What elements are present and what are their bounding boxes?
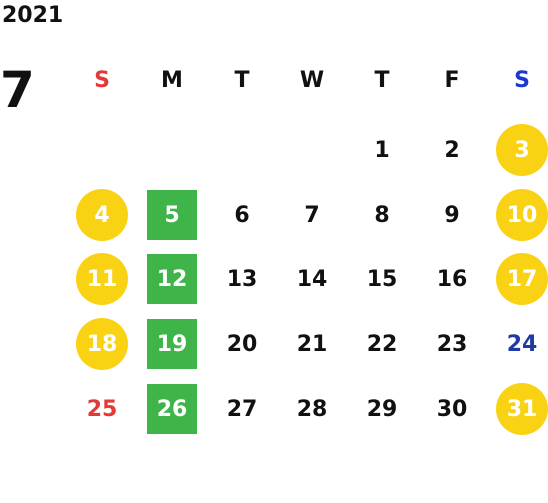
calendar-day[interactable]: 23 — [436, 331, 468, 357]
weekday-friday: F — [444, 67, 460, 93]
calendar-day[interactable]: 13 — [226, 266, 258, 292]
calendar-day[interactable]: 1 — [374, 137, 390, 163]
calendar-day[interactable]: 6 — [234, 202, 250, 228]
calendar-day[interactable]: 20 — [226, 331, 258, 357]
calendar-day-holiday[interactable]: 31 — [496, 383, 548, 435]
weekday-thursday: T — [374, 67, 390, 93]
weekday-wednesday: W — [299, 67, 325, 93]
weekday-tuesday: T — [234, 67, 250, 93]
calendar-day-marked[interactable]: 19 — [147, 319, 197, 369]
calendar-day[interactable]: 21 — [296, 331, 328, 357]
calendar-day[interactable]: 9 — [444, 202, 460, 228]
calendar-day[interactable]: 8 — [374, 202, 390, 228]
calendar-day[interactable]: 16 — [436, 266, 468, 292]
weekday-monday: M — [161, 67, 183, 93]
weekday-sunday: S — [94, 67, 110, 93]
calendar-day-holiday[interactable]: 17 — [496, 253, 548, 305]
calendar-day-holiday[interactable]: 4 — [76, 189, 128, 241]
calendar-day-marked[interactable]: 12 — [147, 254, 197, 304]
weekday-saturday: S — [514, 67, 530, 93]
calendar-day[interactable]: 2 — [444, 137, 460, 163]
calendar-day[interactable]: 27 — [226, 396, 258, 422]
calendar-day[interactable]: 25 — [86, 396, 118, 422]
calendar-day[interactable]: 15 — [366, 266, 398, 292]
calendar-day[interactable]: 24 — [506, 331, 538, 357]
calendar-day-holiday[interactable]: 11 — [76, 253, 128, 305]
calendar-day-marked[interactable]: 26 — [147, 384, 197, 434]
calendar-day-holiday[interactable]: 10 — [496, 189, 548, 241]
calendar-day-marked[interactable]: 5 — [147, 190, 197, 240]
calendar-day[interactable]: 29 — [366, 396, 398, 422]
calendar-day[interactable]: 7 — [304, 202, 320, 228]
calendar-day[interactable]: 22 — [366, 331, 398, 357]
calendar-day[interactable]: 30 — [436, 396, 468, 422]
calendar-day[interactable]: 14 — [296, 266, 328, 292]
year-label: 2021 — [2, 3, 64, 28]
calendar-day-holiday[interactable]: 3 — [496, 124, 548, 176]
calendar-day-holiday[interactable]: 18 — [76, 318, 128, 370]
calendar-day[interactable]: 28 — [296, 396, 328, 422]
month-label: 7 — [0, 61, 35, 119]
